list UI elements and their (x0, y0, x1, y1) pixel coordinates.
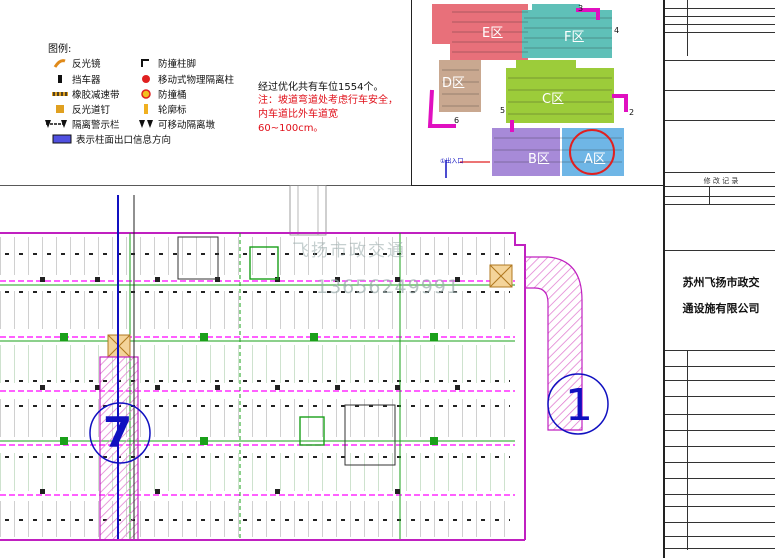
title-block: 修 改 记 录 苏州飞扬市政交 通设施有限公司 (663, 0, 775, 558)
exit-label: ①出入口 (440, 158, 464, 165)
legend-label: 移动式物理隔离柱 (158, 75, 235, 86)
legend-item-movable-pier: 可移动隔离墩 (138, 117, 215, 131)
zone-label-f: F区 (564, 30, 585, 45)
legend-label: 轮廓标 (158, 105, 187, 116)
zone-number-7: 7 (103, 408, 133, 457)
legend-item-crash-barrel: 防撞桶 (138, 87, 187, 101)
key-plan-drawing (427, 4, 628, 178)
zone-label-b: B区 (528, 152, 550, 167)
crate-marker (489, 264, 513, 288)
bollard-icon (142, 75, 150, 83)
watermark-name: 飞扬市政交通 (292, 241, 406, 261)
crash-barrel-icon (141, 89, 151, 99)
legend-item-wheel-stop: 挡车器 (52, 72, 101, 86)
watermark-phone: 13656249991 (316, 276, 460, 298)
zone-label-c: C区 (542, 92, 565, 107)
zone-number-1: 1 (565, 380, 593, 431)
ramp-safety-note: 注：坡道弯道处考虑行车安全，内车道比外车道宽60~100cm。 (258, 95, 398, 134)
key-plan: F区 E区 D区 C区 B区 A区 3 4 5 6 2 ①出入口 (411, 0, 664, 186)
company-name-line1: 苏州飞扬市政交 (682, 276, 760, 289)
legend-item-barrier-fence: 隔离警示栏 (44, 117, 120, 131)
legend-label: 防撞桶 (158, 90, 187, 101)
column-guard-icon (141, 59, 149, 67)
movable-pier-icon (139, 120, 153, 128)
company-name-line2: 通设施有限公司 (682, 302, 760, 315)
legend-label: 防撞柱脚 (158, 59, 197, 70)
ramp-number-3: 3 (578, 4, 584, 13)
zone-1-circle (547, 373, 609, 435)
reflector-icon (53, 59, 66, 68)
barrier-fence-icon (45, 120, 67, 128)
contour-marker-icon (144, 104, 148, 114)
ramp-number-6: 6 (454, 116, 460, 125)
legend-item-road-stud: 反光道钉 (52, 102, 110, 116)
legend-item-reflector: 反光镜 (52, 56, 101, 70)
zone-f-area (432, 4, 462, 44)
legend-label: 反光镜 (72, 59, 101, 70)
zone-a-highlight-circle (569, 129, 615, 175)
legend-label: 橡胶减速带 (72, 90, 120, 101)
plan-drawing (0, 184, 663, 558)
zone-e-area (532, 4, 580, 16)
zone-d-area (439, 60, 481, 112)
ramp-2 (612, 94, 628, 112)
legend-item-column-guard: 防撞柱脚 (138, 56, 196, 70)
parking-floor-plan: 7 1 (0, 184, 663, 558)
legend-item-contour-marker: 轮廓标 (138, 102, 187, 116)
wheel-stop-icon (58, 75, 62, 83)
legend-item-speed-bump: 橡胶减速带 (52, 87, 120, 101)
zone-label-e: E区 (482, 26, 504, 41)
legend-label: 隔离警示栏 (72, 120, 120, 131)
ramp-1-area (524, 256, 583, 431)
ramp-6 (427, 89, 456, 128)
zone-label-d: D区 (442, 76, 466, 91)
column-sign-icon (52, 134, 72, 144)
ramp-3 (576, 8, 600, 20)
legend-label: 表示柱面出口信息方向 (76, 135, 172, 146)
total-spaces-note: 经过优化共有车位1554个。 (258, 82, 384, 93)
legend-item-column-sign: 表示柱面出口信息方向 (52, 132, 171, 146)
legend-label: 反光道钉 (72, 105, 111, 116)
legend-item-bollard: 移动式物理隔离柱 (138, 72, 234, 86)
speed-bump-icon (52, 92, 68, 96)
legend-label: 挡车器 (72, 75, 101, 86)
revision-record-title: 修 改 记 录 (703, 177, 739, 185)
ramp-number-5: 5 (500, 106, 506, 115)
legend-title: 图例: (48, 44, 72, 55)
zone-c-area (516, 60, 576, 70)
ramp-number-2: 2 (629, 108, 635, 117)
road-stud-icon (56, 105, 64, 113)
zone-7-circle (89, 402, 151, 464)
zone-label-a: A区 (584, 152, 606, 167)
zone-b-area (492, 128, 560, 176)
ramp-number-4: 4 (614, 26, 620, 35)
legend-label: 可移动隔离墩 (158, 120, 216, 131)
